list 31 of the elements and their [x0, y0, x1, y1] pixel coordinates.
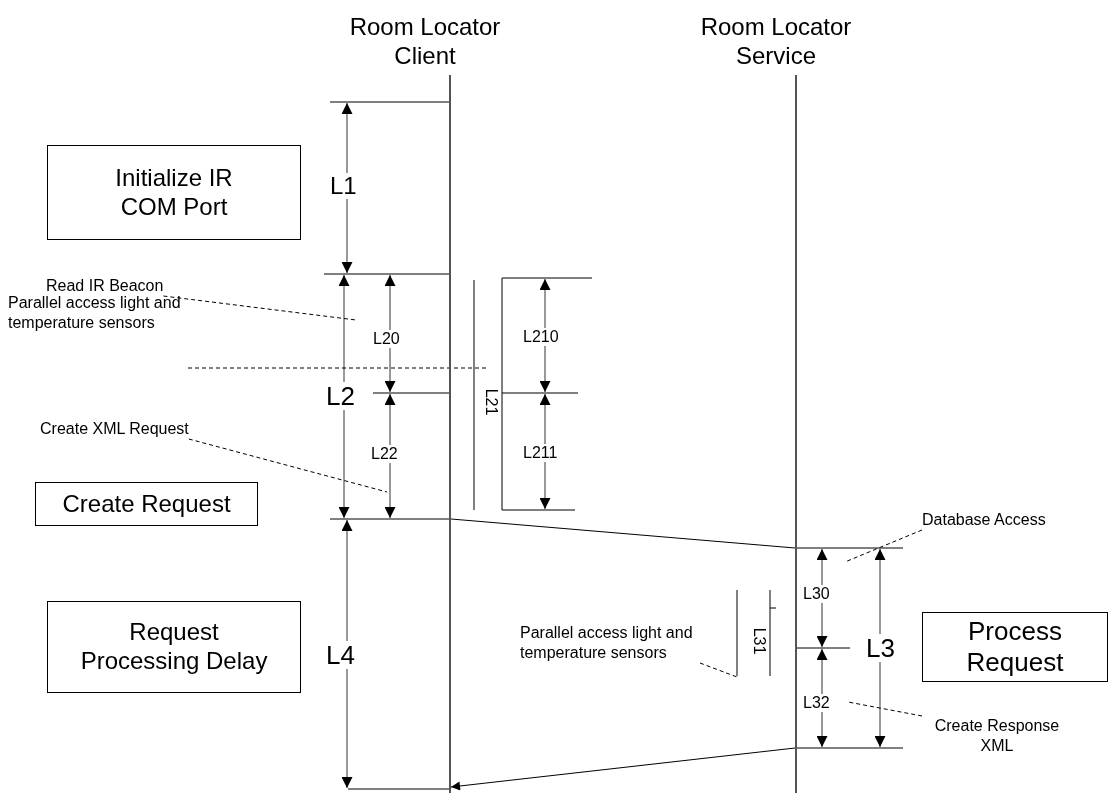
dimension-label: L210: [523, 328, 559, 346]
leader-line: [699, 662, 738, 678]
annotation-text: Parallel access light and temperature sensors: [8, 293, 188, 371]
dimension-label: L32: [803, 694, 830, 712]
process-box: Request Processing Delay: [47, 601, 301, 693]
leader-line: [187, 367, 488, 369]
lifeline: [449, 75, 451, 793]
annotation-text: Parallel access light and temperature sensors: [520, 623, 700, 663]
annotation-text: Create Response XML: [922, 716, 1072, 756]
dimension-label: L211: [523, 444, 558, 462]
dimension-label: L2: [326, 382, 355, 410]
lifeline: [795, 75, 797, 793]
annotation-text: Database Access: [922, 510, 1046, 530]
dimension-label: L30: [803, 585, 830, 603]
annotation-text: Read IR Beacon: [46, 276, 164, 296]
dimension-label: L20: [373, 330, 400, 348]
lifeline-heading: Room Locator Client: [345, 12, 505, 70]
leader-line: [162, 295, 357, 321]
dimension-label: L4: [326, 641, 355, 669]
leader-line: [847, 701, 923, 717]
leader-line: [188, 438, 388, 493]
message-arrow: [450, 747, 796, 791]
leader-line: [844, 529, 923, 563]
dimension-label: L3: [866, 634, 895, 662]
dimension-label: L1: [330, 173, 357, 199]
process-box: Initialize IR COM Port: [47, 145, 301, 240]
annotation-text: Create XML Request: [40, 419, 189, 439]
lifeline-heading: Room Locator Service: [696, 12, 856, 70]
process-box: Process Request: [922, 612, 1108, 682]
dimension-label: L22: [371, 445, 398, 463]
process-box: Create Request: [35, 482, 258, 526]
